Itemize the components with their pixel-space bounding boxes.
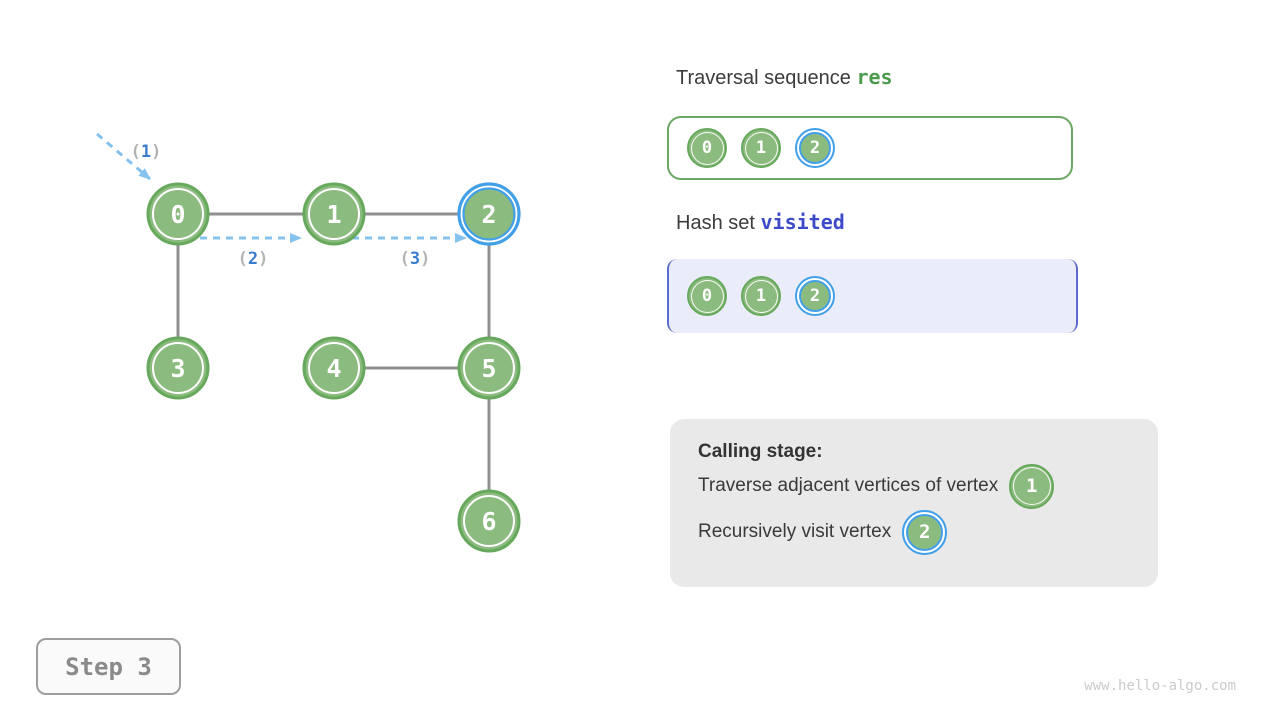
svg-text:1: 1: [326, 200, 341, 229]
calling-stage-panel: Calling stage: Traverse adjacent vertice…: [670, 419, 1158, 587]
step-indicator: Step 3: [36, 638, 181, 695]
svg-text:5: 5: [481, 354, 496, 383]
graph-node-0: 0: [146, 182, 210, 246]
svg-text:4: 4: [326, 354, 341, 383]
hash-set-box: 0 1 2: [667, 259, 1078, 333]
hash-set-title: Hash set visited: [676, 210, 845, 235]
res-item-0: 0: [687, 128, 727, 168]
calling-line-2: Recursively visit vertex 2: [698, 509, 1138, 555]
calling-line-1-vertex-badge: 1: [1009, 463, 1055, 509]
traversal-arrows: [96, 132, 467, 243]
calling-line-1-text: Traverse adjacent vertices of vertex: [698, 475, 999, 496]
graph-node-5: 5: [457, 336, 521, 400]
visited-code-label: visited: [760, 210, 845, 234]
svg-text:3: 3: [170, 354, 185, 383]
res-item-1: 1: [741, 128, 781, 168]
svg-text:6: 6: [481, 507, 496, 536]
watermark: www.hello-algo.com: [1084, 678, 1236, 694]
calling-line-2-text: Recursively visit vertex: [698, 521, 892, 542]
traversal-sequence-title: Traversal sequence res: [676, 65, 893, 90]
step-arrow-label-1: (1): [131, 142, 162, 162]
traversal-sequence-box: 0 1 2: [667, 116, 1073, 180]
visited-item-2-highlighted: 2: [795, 276, 835, 316]
res-item-2-highlighted: 2: [795, 128, 835, 168]
visited-item-0: 0: [687, 276, 727, 316]
calling-stage-title: Calling stage:: [698, 441, 823, 462]
graph-node-3: 3: [146, 336, 210, 400]
step-arrow-label-2: (2): [238, 249, 269, 269]
graph-canvas: (1) (2) (3) 0 1 2 3 4 5 6: [96, 132, 521, 553]
graph-node-6: 6: [457, 489, 521, 553]
calling-line-2-vertex-badge-highlighted: 2: [902, 509, 948, 555]
svg-text:2: 2: [481, 200, 496, 229]
traversal-title-text: Traversal sequence: [676, 67, 857, 89]
res-code-label: res: [856, 65, 893, 89]
visited-item-1: 1: [741, 276, 781, 316]
graph-node-2-highlighted: 2: [457, 182, 521, 246]
hash-title-text: Hash set: [676, 212, 761, 234]
calling-line-1: Traverse adjacent vertices of vertex 1: [698, 463, 1138, 509]
step-arrow-label-3: (3): [400, 249, 431, 269]
traversal-arrow-1: [96, 132, 151, 181]
svg-text:0: 0: [170, 200, 185, 229]
graph-node-4: 4: [302, 336, 366, 400]
graph-node-1: 1: [302, 182, 366, 246]
